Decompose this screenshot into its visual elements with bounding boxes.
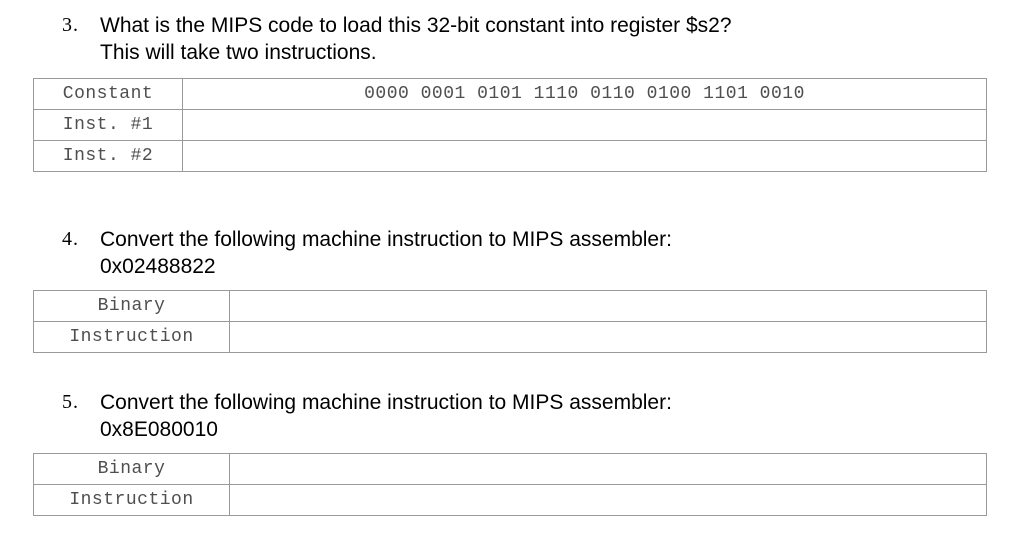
constant-table: Constant 0000 0001 0101 1110 0110 0100 1… xyxy=(33,78,987,172)
q4-binary-row-label: Binary xyxy=(33,290,230,322)
q4-table: Binary Instruction xyxy=(33,290,987,353)
q5-table: Binary Instruction xyxy=(33,453,987,516)
q4-instruction-answer-cell[interactable] xyxy=(229,321,987,353)
constant-row-value: 0000 0001 0101 1110 0110 0100 1101 0010 xyxy=(182,78,987,110)
q5-instruction-row-label: Instruction xyxy=(33,484,230,516)
question-5-block: 5. Convert the following machine instruc… xyxy=(62,389,992,444)
q5-binary-answer-cell[interactable] xyxy=(229,453,987,485)
question-5-first-line: 5. Convert the following machine instruc… xyxy=(62,389,992,416)
table-row: Binary xyxy=(33,453,987,485)
question-4-number: 4. xyxy=(62,228,79,250)
question-4-block: 4. Convert the following machine instruc… xyxy=(62,226,992,281)
table-row: Instruction xyxy=(33,321,987,353)
question-5-number: 5. xyxy=(62,391,79,413)
question-4-hex-value: 0x02488822 xyxy=(100,255,216,278)
question-3-first-line: 3. What is the MIPS code to load this 32… xyxy=(62,12,992,39)
question-3-block: 3. What is the MIPS code to load this 32… xyxy=(62,12,992,67)
question-4-first-line: 4. Convert the following machine instruc… xyxy=(62,226,992,253)
q4-instruction-row-label: Instruction xyxy=(33,321,230,353)
table-row: Inst. #2 xyxy=(33,140,987,172)
table-row: Constant 0000 0001 0101 1110 0110 0100 1… xyxy=(33,78,987,110)
question-5-text: Convert the following machine instructio… xyxy=(100,391,672,414)
inst-2-row-label: Inst. #2 xyxy=(33,140,183,172)
q5-binary-row-label: Binary xyxy=(33,453,230,485)
question-3-number: 3. xyxy=(62,14,79,36)
table-row: Instruction xyxy=(33,484,987,516)
table-row: Inst. #1 xyxy=(33,109,987,141)
constant-row-label: Constant xyxy=(33,78,183,110)
inst-1-answer-cell[interactable] xyxy=(182,109,987,141)
inst-2-answer-cell[interactable] xyxy=(182,140,987,172)
inst-1-row-label: Inst. #1 xyxy=(33,109,183,141)
question-3-text: What is the MIPS code to load this 32-bi… xyxy=(100,14,732,37)
q4-binary-answer-cell[interactable] xyxy=(229,290,987,322)
question-5-hex-value: 0x8E080010 xyxy=(100,418,218,441)
q5-instruction-answer-cell[interactable] xyxy=(229,484,987,516)
question-3-text-continued: This will take two instructions. xyxy=(100,41,377,64)
table-row: Binary xyxy=(33,290,987,322)
question-4-text: Convert the following machine instructio… xyxy=(100,228,672,251)
